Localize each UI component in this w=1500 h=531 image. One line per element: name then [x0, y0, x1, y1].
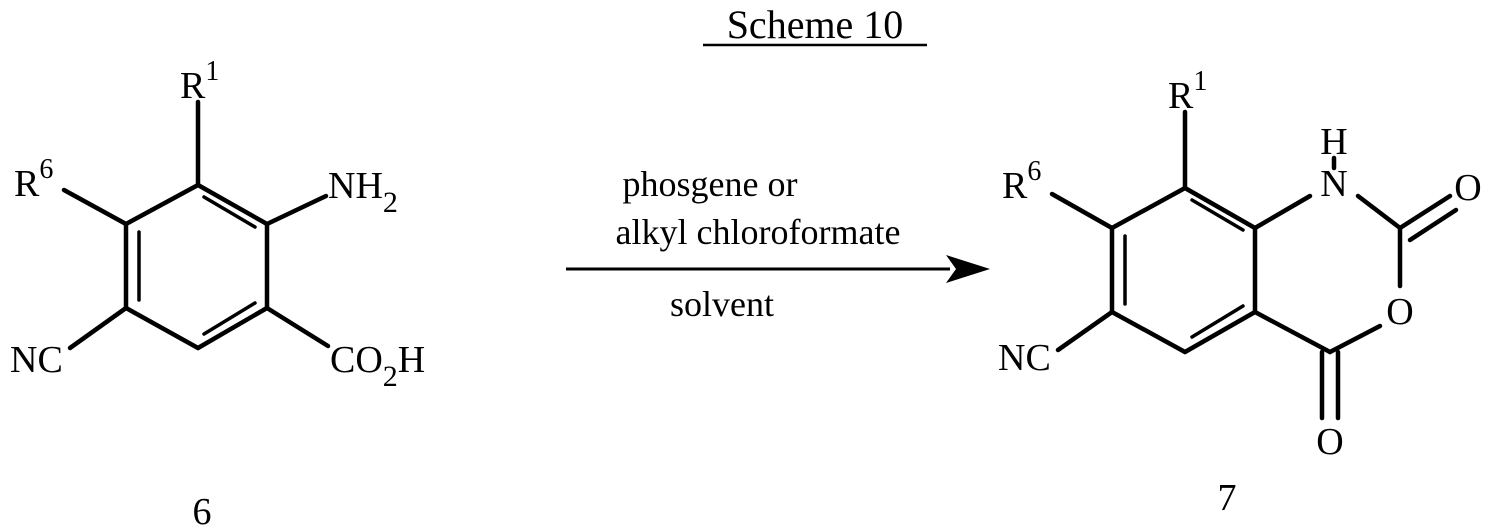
reactant-structure	[64, 102, 328, 348]
reactant-nc-label: NC	[10, 339, 63, 381]
product-n-label: N	[1320, 163, 1347, 205]
reactant-r6-label: R6	[14, 154, 53, 205]
condition-reagent-line2: alkyl chloroformate	[616, 212, 901, 252]
reactant-r1-label: R1	[180, 56, 219, 107]
reactant-co2h-label: CO2H	[330, 339, 425, 393]
product-nc-label: NC	[998, 337, 1051, 379]
product-o-bottom-label: O	[1316, 421, 1343, 463]
condition-solvent: solvent	[670, 284, 774, 324]
scheme-title: Scheme 10	[727, 2, 904, 47]
condition-reagent-line1: phosgene or	[623, 164, 798, 204]
product-o-top-label: O	[1454, 167, 1481, 209]
reaction-arrow	[566, 255, 990, 283]
product-structure	[1052, 112, 1456, 418]
product-o-ring-label: O	[1386, 291, 1413, 333]
product-compound-number: 7	[1218, 477, 1237, 519]
product-h-label: H	[1320, 121, 1347, 163]
product-r1-label: R1	[1168, 66, 1207, 117]
product-r6-label: R6	[1002, 156, 1041, 207]
reactant-nh2-label: NH2	[328, 165, 398, 219]
reactant-compound-number: 6	[193, 491, 212, 531]
